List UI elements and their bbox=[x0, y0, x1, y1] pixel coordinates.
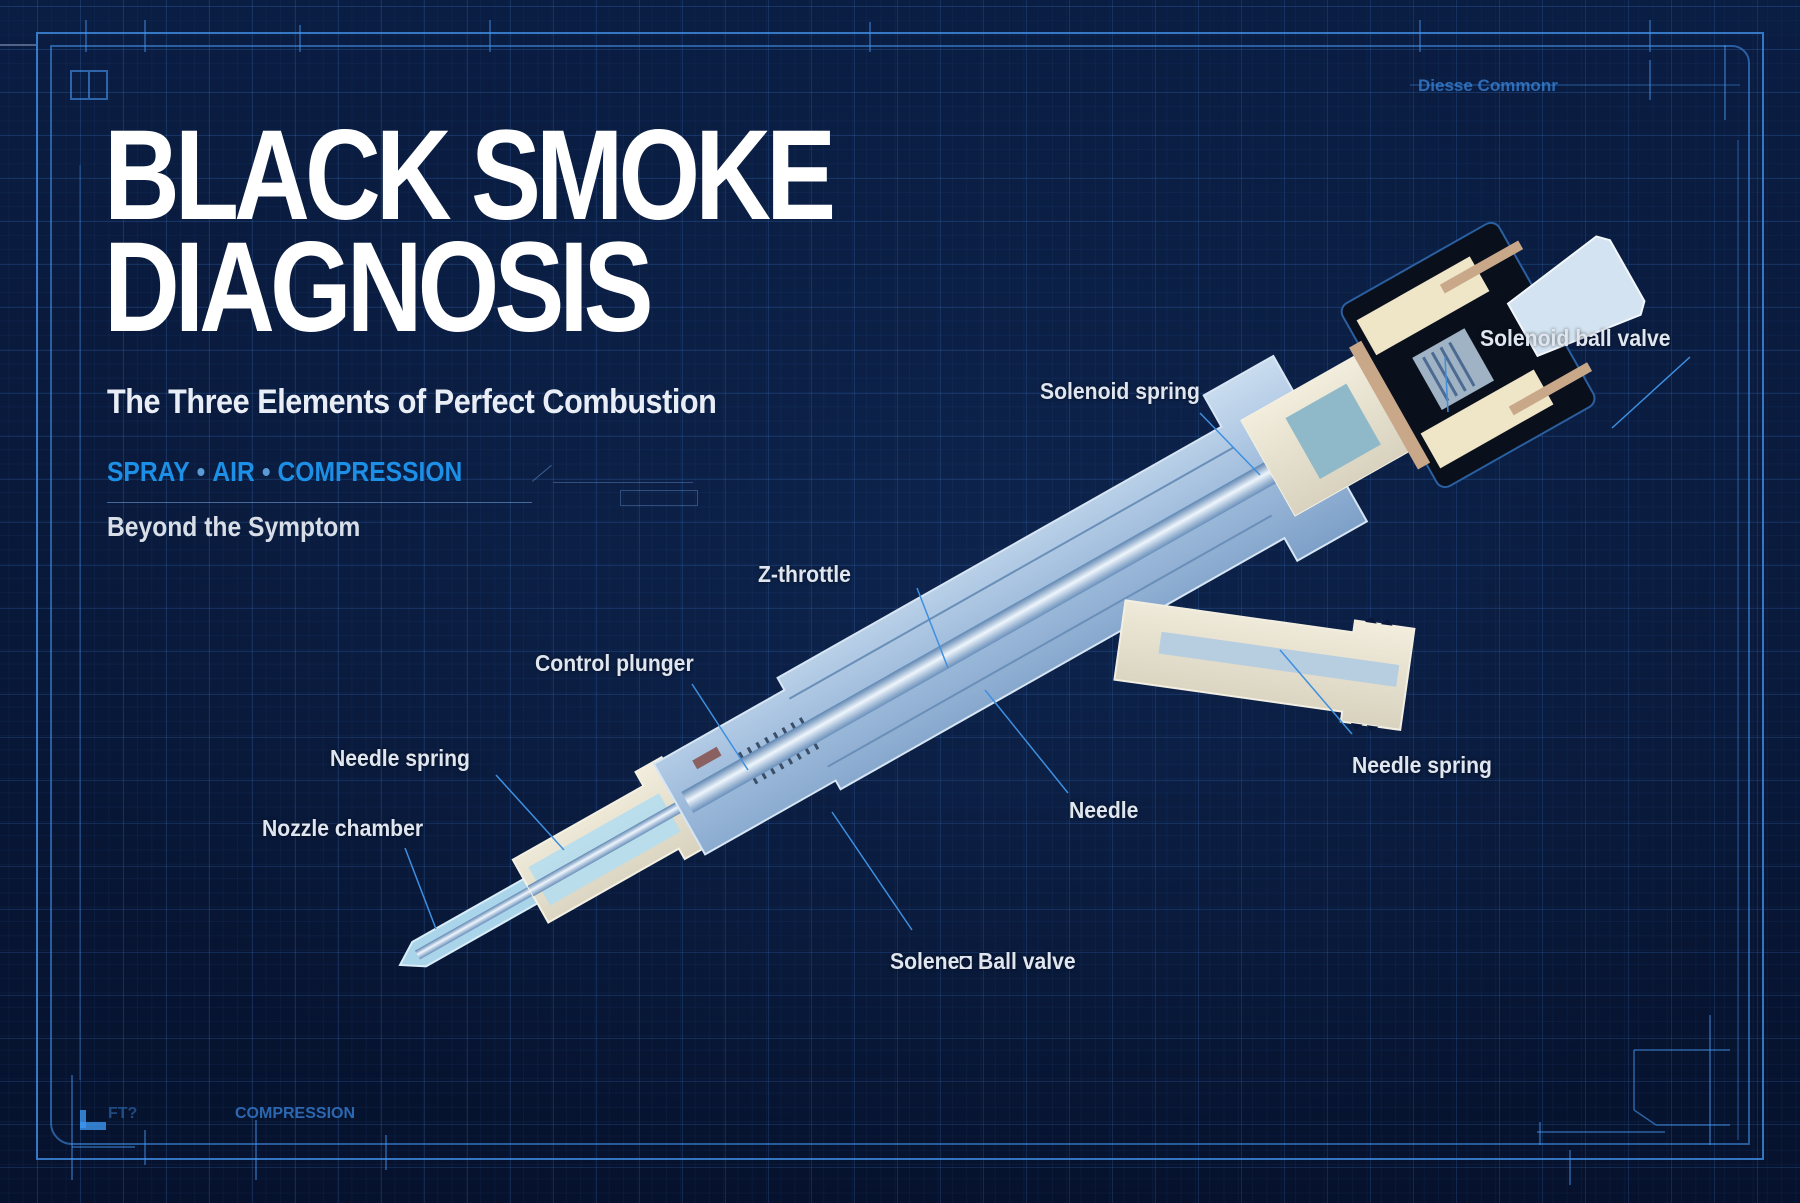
page-title: BLACK SMOKE DIAGNOSIS bbox=[104, 112, 836, 352]
tagline-separator: • bbox=[261, 456, 271, 487]
callout-solenoid-spring: Solenoid spring bbox=[1040, 378, 1200, 404]
tagline-item-air: AIR bbox=[212, 456, 255, 487]
callout-control-plunger: Control plunger bbox=[535, 650, 694, 676]
callout-solenoid-ball-valve: Solenoid ball valve bbox=[1480, 325, 1671, 351]
corner-label-bottom-left-prefix: FT? bbox=[108, 1105, 138, 1122]
tagline-item-compression: COMPRESSION bbox=[277, 456, 463, 487]
tagline-item-spray: SPRAY bbox=[107, 456, 190, 487]
tagline-divider-extension bbox=[553, 482, 693, 483]
corner-label-top-right: Diesse Commonr bbox=[1418, 76, 1558, 95]
callout-nozzle-chamber: Nozzle chamber bbox=[262, 815, 424, 841]
title-line-2: DIAGNOSIS bbox=[104, 216, 654, 359]
tagline-separator: • bbox=[196, 456, 206, 487]
blueprint-frame-outer bbox=[36, 32, 1764, 1160]
tagline: SPRAY•AIR•COMPRESSION bbox=[107, 456, 462, 488]
tagline-divider bbox=[107, 502, 532, 503]
callout-needle: Needle bbox=[1069, 797, 1139, 823]
subtitle: The Three Elements of Perfect Combustion bbox=[107, 383, 717, 421]
decorative-spec-box bbox=[620, 490, 698, 506]
secondary-heading: Beyond the Symptom bbox=[107, 511, 361, 542]
callout-needle-spring-left: Needle spring bbox=[330, 745, 470, 771]
blueprint-frame-inner bbox=[50, 45, 1750, 1145]
corner-label-bottom-left: COMPRESSION bbox=[235, 1105, 356, 1122]
title-block-icon bbox=[70, 70, 108, 100]
title-line-1: BLACK SMOKE bbox=[104, 104, 836, 247]
callout-solenoid-ball-valve-bottom: Solene◘ Ball valve bbox=[890, 948, 1076, 974]
callout-z-throttle: Z-throttle bbox=[758, 561, 851, 587]
callout-needle-spring-right: Needle spring bbox=[1352, 752, 1492, 778]
